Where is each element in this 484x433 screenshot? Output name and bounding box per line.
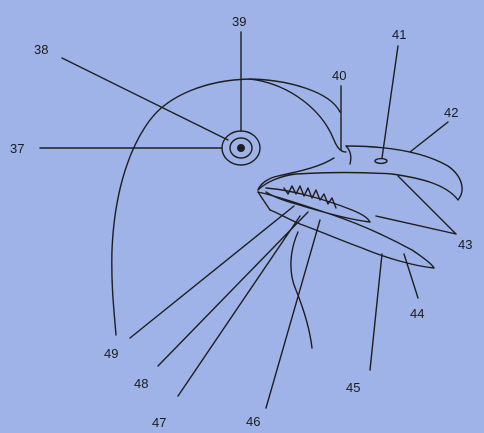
label-46: 46 [246,414,260,429]
leader-45 [370,254,382,370]
leader-41 [382,46,398,158]
label-45: 45 [346,380,360,395]
label-39: 39 [232,14,246,29]
tongue [266,188,370,222]
leader-43a [398,176,456,234]
label-47: 47 [152,415,166,430]
lower-beak [258,192,434,268]
tongue-serrations [284,186,336,208]
leader-49 [130,206,294,338]
upper-beak-ridge [346,146,351,164]
eye-pupil [237,144,245,152]
leader-47 [178,216,300,396]
label-48: 48 [134,376,148,391]
label-41: 41 [392,27,406,42]
forehead-outline [250,79,346,152]
leader-44 [404,254,418,298]
nostril [375,159,387,164]
label-43: 43 [458,237,472,252]
label-37: 37 [10,141,24,156]
label-42: 42 [444,105,458,120]
label-40: 40 [332,68,346,83]
leader-42 [410,122,448,152]
throat-line [291,232,312,348]
label-49: 49 [104,346,118,361]
label-44: 44 [410,306,424,321]
label-38: 38 [34,42,48,57]
leader-48 [158,212,308,366]
leader-43b [376,216,456,234]
